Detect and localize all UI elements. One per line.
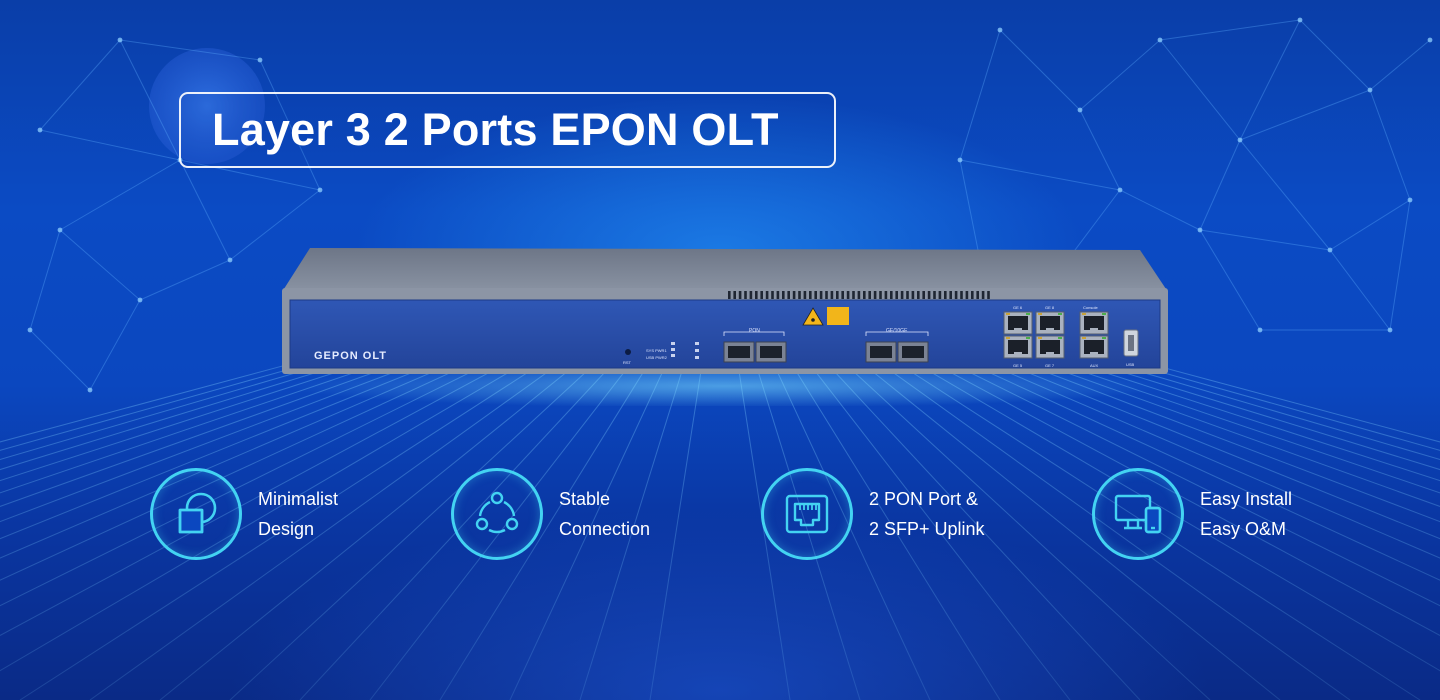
- console-ports: [1079, 311, 1109, 359]
- usb-label: USB: [1126, 362, 1135, 367]
- feature-stable-connection: Stable Connection: [451, 466, 650, 562]
- feature-stable-line1: Stable: [559, 489, 611, 509]
- ethernet-port-icon: [761, 468, 853, 560]
- feature-minimalist-line1: Minimalist: [258, 489, 339, 509]
- pon-ports: [723, 341, 787, 363]
- feature-pon-uplink: 2 PON Port & 2 SFP+ Uplink: [761, 466, 985, 562]
- console-label: Console: [1083, 305, 1098, 310]
- rst-label: RST: [623, 360, 632, 365]
- sys-pwr-label: SYS PWR1: [646, 348, 667, 353]
- uplink-label: GE/10GE: [886, 328, 908, 334]
- title-frame: Layer 3 2 Ports EPON OLT: [179, 92, 836, 168]
- usb-pwr-label: USB PWR2: [646, 355, 668, 360]
- page-title: Layer 3 2 Ports EPON OLT: [212, 104, 779, 155]
- stable-connection-icon: [451, 468, 543, 560]
- ge6-label: GE 6: [1013, 305, 1023, 310]
- feature-minimalist-line2: Design: [258, 519, 315, 539]
- feature-install-line2: Easy O&M: [1200, 519, 1287, 539]
- ge5-label: GE 5: [1013, 363, 1023, 368]
- ge7-label: GE 7: [1045, 363, 1055, 368]
- aux-label: AUX: [1090, 363, 1099, 368]
- feature-pon-line2: 2 SFP+ Uplink: [869, 519, 985, 539]
- feature-pon-line1: 2 PON Port &: [869, 489, 979, 509]
- olt-device-image: GEPON OLT RST SYS PWR1 USB PWR2 PON GE/1…: [282, 248, 1168, 406]
- device-top: [282, 248, 1168, 292]
- decorative-orb: [149, 48, 265, 164]
- sfp-uplink-ports: [865, 341, 929, 363]
- feature-easy-install: Easy Install Easy O&M: [1092, 466, 1292, 562]
- ge-ports: [1003, 311, 1065, 359]
- ge8-label: GE 8: [1045, 305, 1055, 310]
- pon-label: PON: [749, 328, 760, 334]
- device-brand-label: GEPON OLT: [314, 350, 387, 362]
- feature-stable-line2: Connection: [559, 519, 651, 539]
- minimalist-design-icon: [150, 468, 242, 560]
- laser-label: [827, 307, 849, 325]
- feature-install-line1: Easy Install: [1200, 489, 1293, 509]
- feature-minimalist-design: Minimalist Design: [150, 466, 338, 562]
- monitor-phone-icon: [1092, 468, 1184, 560]
- laser-warning-icon: [802, 307, 824, 326]
